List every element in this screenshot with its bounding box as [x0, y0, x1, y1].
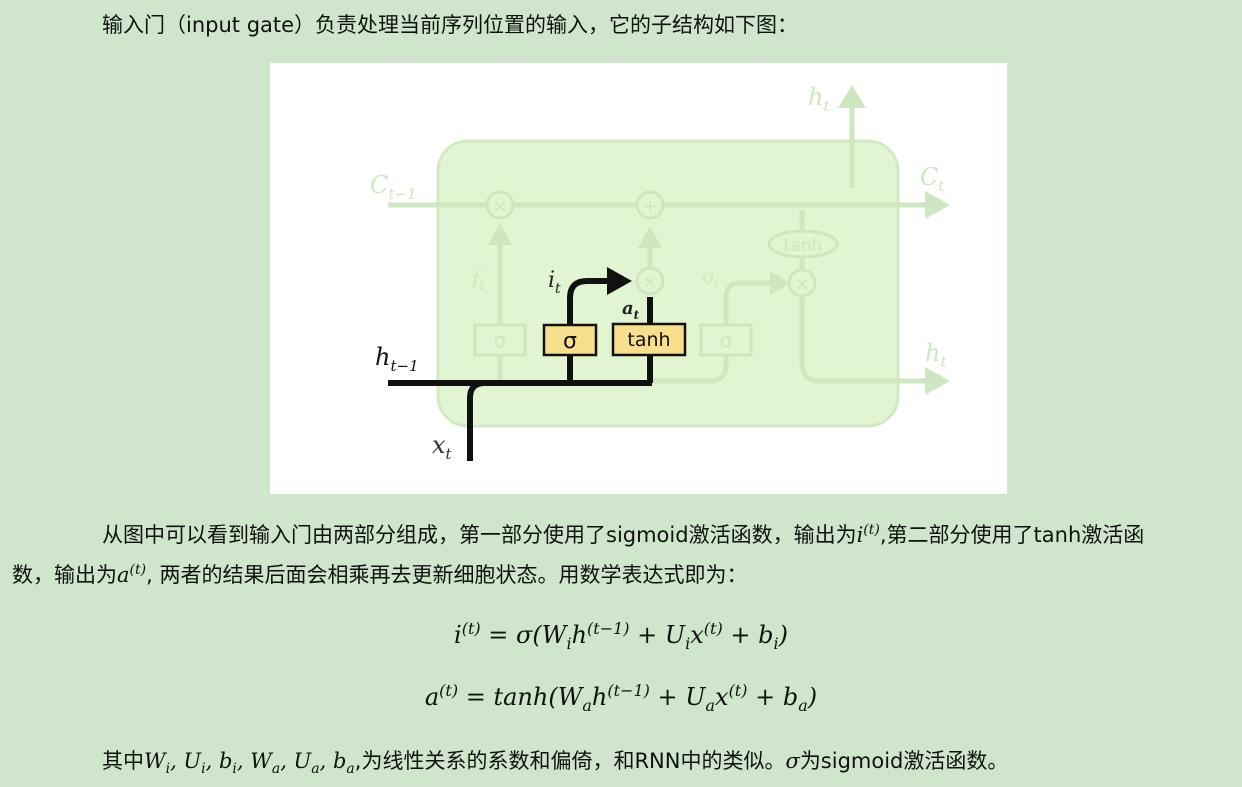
- plus-arrowhead: [638, 226, 662, 248]
- desc-line2-text-a: 数，输出为: [12, 563, 117, 587]
- ht-right-line: [799, 210, 925, 384]
- sigma-faded-box-2: σ: [699, 323, 753, 357]
- label-c-t: Ct: [920, 163, 945, 195]
- footer-sigma: σ: [785, 749, 800, 773]
- footer-paragraph: 其中Wi, Ui, bi, Wa, Ua, ba,为线性关系的系数和偏倚，和RN…: [102, 741, 1008, 781]
- label-h-top: ht: [808, 83, 830, 115]
- equation-candidate: a(t) = tanh(Wah(t−1) + Uax(t) + ba): [424, 681, 818, 715]
- label-i-t: it: [548, 268, 561, 297]
- it-arrowhead: [607, 267, 632, 295]
- times-circle-2: ×: [635, 266, 665, 296]
- cell-state-arrowhead: [925, 191, 950, 219]
- label-h-prev: ht−1: [375, 343, 419, 375]
- svg-text:×: ×: [492, 196, 507, 217]
- desc-line1-text-a: 从图中可以看到输入门由两部分组成，第一部分使用了sigmoid激活函数，输出为: [102, 523, 857, 547]
- footer-prefix: 其中: [102, 749, 144, 773]
- desc-paragraph-line-1: 从图中可以看到输入门由两部分组成，第一部分使用了sigmoid激活函数，输出为i…: [102, 515, 1144, 555]
- output-gate-line: [723, 280, 775, 325]
- svg-text:+: +: [642, 196, 657, 217]
- bottom-bus-faded: [652, 355, 729, 384]
- plus-circle: +: [635, 190, 665, 220]
- output-gate-arrowhead: [770, 271, 790, 295]
- figure-canvas: × + × × tanh σ σ Ct−1 Ct ht: [370, 83, 950, 463]
- label-c-prev: Ct−1: [370, 171, 417, 203]
- footer-middle: ,为线性关系的系数和偏倚，和RNN中的类似。: [354, 749, 786, 773]
- svg-text:σ: σ: [720, 328, 733, 352]
- lstm-input-gate-figure: × + × × tanh σ σ Ct−1 Ct ht: [270, 63, 1007, 494]
- label-o-t: ot: [702, 264, 720, 292]
- ht-up-arrowhead: [838, 85, 866, 108]
- desc-i-math: i(t): [856, 522, 880, 547]
- forget-arrowhead: [488, 223, 512, 245]
- label-h-right: ht: [925, 339, 947, 371]
- tanh-gate-box: tanh: [611, 322, 687, 357]
- sigma-gate-box: σ: [542, 323, 598, 357]
- it-arrow-line: [567, 278, 610, 325]
- label-a-t: at: [622, 298, 640, 322]
- tanh-faded-ellipse: tanh: [767, 229, 839, 259]
- times-circle-1: ×: [485, 190, 515, 220]
- equation-input-gate: i(t) = σ(Wih(t−1) + Uix(t) + bi): [454, 619, 788, 653]
- label-x-t: xt: [432, 431, 453, 463]
- ht-right-arrowhead: [925, 367, 950, 395]
- intro-paragraph: 输入门（input gate）负责处理当前序列位置的输入，它的子结构如下图：: [102, 5, 798, 45]
- desc-line1-text-b: ,第二部分使用了tanh激活函: [879, 523, 1145, 547]
- footer-params-math: Wi, Ui, bi, Wa, Ua, ba: [144, 749, 355, 778]
- desc-paragraph-line-2: 数，输出为a(t), 两者的结果后面会相乘再去更新细胞状态。用数学表达式即为：: [12, 555, 747, 595]
- svg-text:tanh: tanh: [784, 236, 823, 256]
- footer-suffix: 为sigmoid激活函数。: [799, 749, 1009, 773]
- svg-text:σ: σ: [563, 329, 577, 354]
- intro-text: 输入门（input gate）负责处理当前序列位置的输入，它的子结构如下图：: [102, 13, 799, 37]
- times-circle-3: ×: [787, 268, 817, 298]
- desc-a-math: a(t): [117, 562, 147, 587]
- desc-line2-text-b: , 两者的结果后面会相乘再去更新细胞状态。用数学表达式即为：: [146, 563, 748, 587]
- svg-text:tanh: tanh: [627, 329, 670, 351]
- svg-text:σ: σ: [494, 328, 507, 352]
- sigma-faded-box-1: σ: [473, 323, 527, 357]
- svg-text:×: ×: [642, 272, 657, 293]
- svg-text:×: ×: [794, 274, 809, 295]
